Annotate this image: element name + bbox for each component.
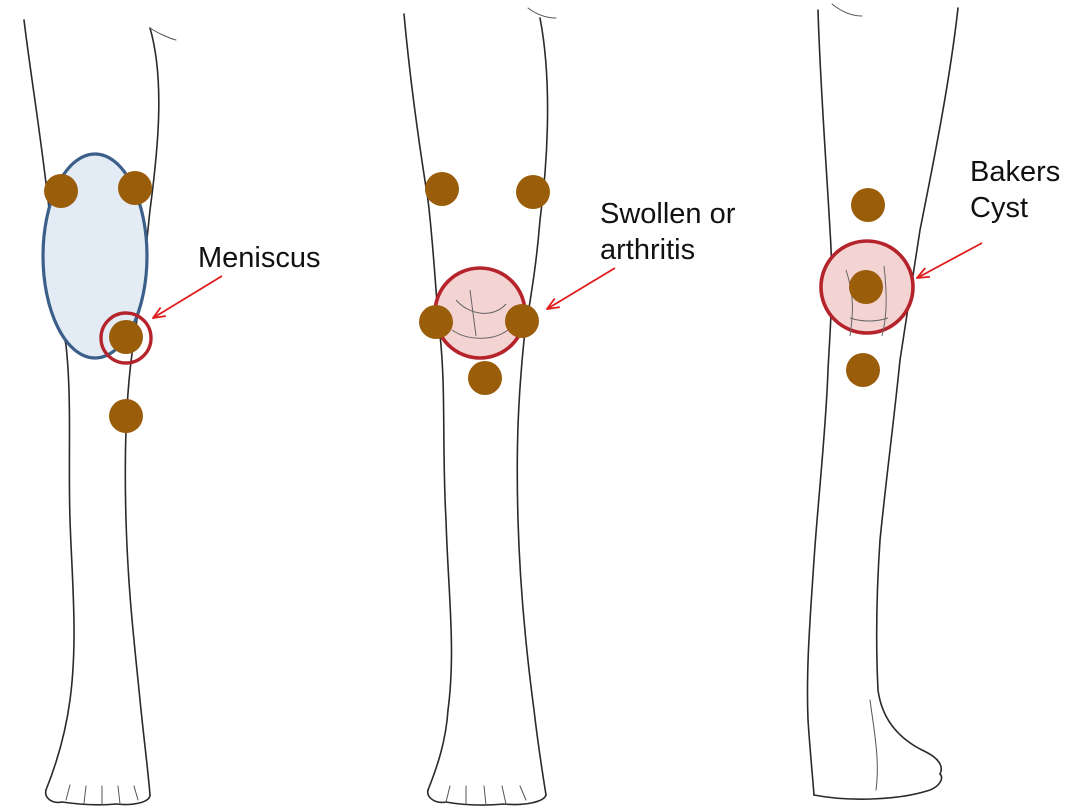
- acupoint: [468, 361, 502, 395]
- bakers-cyst-label: Bakers Cyst: [970, 154, 1060, 226]
- leg-right-outline: [807, 4, 958, 799]
- acupoint: [846, 353, 880, 387]
- acupoint: [109, 399, 143, 433]
- acupoint: [44, 174, 78, 208]
- meniscus-label: Meniscus: [198, 240, 321, 276]
- meniscus-arrow: [153, 276, 222, 318]
- acupoint: [419, 305, 453, 339]
- leg-right-acupoints: [846, 188, 885, 387]
- acupoint: [849, 270, 883, 304]
- leg-left-outline: [24, 20, 176, 805]
- bakers-arrow: [917, 243, 982, 278]
- swollen-arrow: [547, 268, 615, 309]
- swollen-arthritis-label: Swollen or arthritis: [600, 196, 735, 268]
- leg-middle-outline: [404, 8, 556, 805]
- acupoint: [851, 188, 885, 222]
- acupoint: [109, 320, 143, 354]
- acupoint: [505, 304, 539, 338]
- acupoint: [425, 172, 459, 206]
- acupoint: [516, 175, 550, 209]
- acupoint: [118, 171, 152, 205]
